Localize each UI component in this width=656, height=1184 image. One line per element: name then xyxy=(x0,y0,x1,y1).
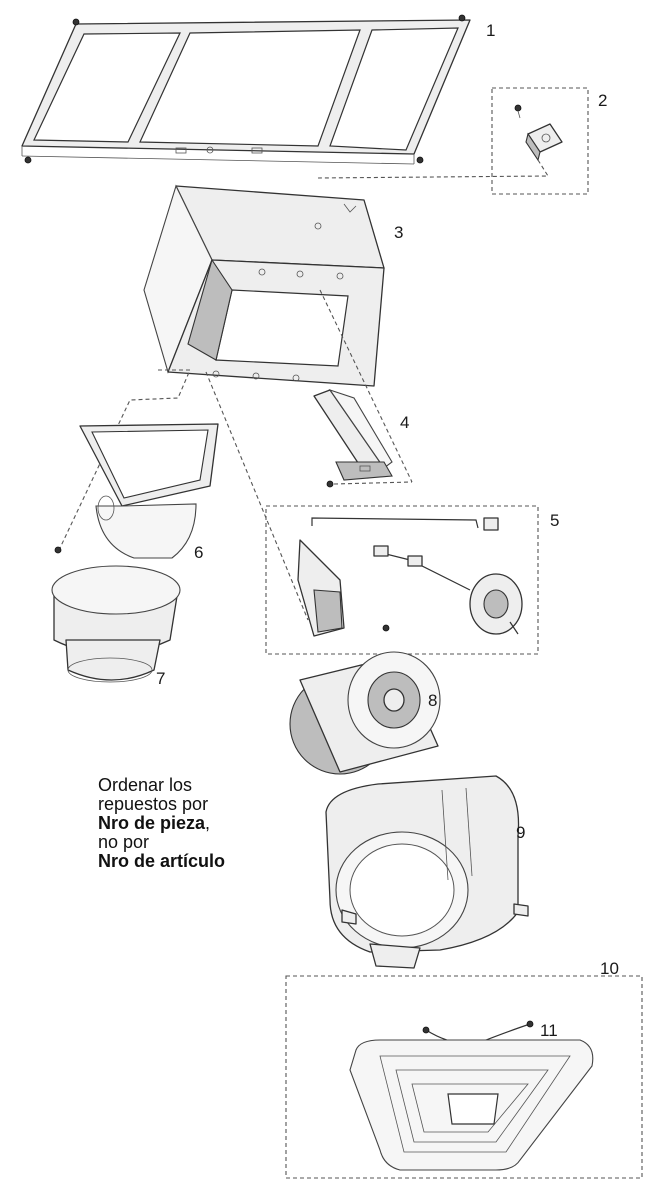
callout-6: 6 xyxy=(194,543,203,562)
callout-7: 7 xyxy=(156,669,165,688)
callout-3: 3 xyxy=(394,223,403,242)
part-9-blower-housing xyxy=(325,775,529,969)
part-3-housing xyxy=(59,184,413,621)
callout-8: 8 xyxy=(428,691,437,710)
ordering-note: Ordenar los repuestos por Nro de pieza, … xyxy=(98,776,318,871)
note-line-1: Ordenar los xyxy=(98,775,193,795)
note-comma: , xyxy=(205,813,211,833)
callout-1: 1 xyxy=(486,21,495,40)
part-10-grille-assembly xyxy=(285,975,643,1179)
part-7-duct-collar xyxy=(51,565,181,683)
callout-9: 9 xyxy=(516,823,525,842)
callout-2: 2 xyxy=(598,91,607,110)
part-1-mounting-frame xyxy=(21,14,471,165)
callout-11: 11 xyxy=(540,1021,558,1040)
note-part-number: Nro de pieza xyxy=(98,813,206,833)
callout-4: 4 xyxy=(400,413,409,432)
callout-5: 5 xyxy=(550,511,559,530)
note-article-number: Nro de artículo xyxy=(98,851,226,871)
note-line-2: repuestos por xyxy=(98,794,209,814)
callout-10: 10 xyxy=(600,959,619,978)
part-4-damper-bracket xyxy=(313,388,413,488)
part-2-bracket xyxy=(317,87,589,195)
part-6-duct-adapter xyxy=(54,423,219,559)
part-5-motor-assembly xyxy=(265,505,539,655)
note-line-3: Nro de pieza, xyxy=(98,814,318,833)
part-8-blower-wheel xyxy=(289,651,441,775)
note-line-4: no por xyxy=(98,832,150,852)
